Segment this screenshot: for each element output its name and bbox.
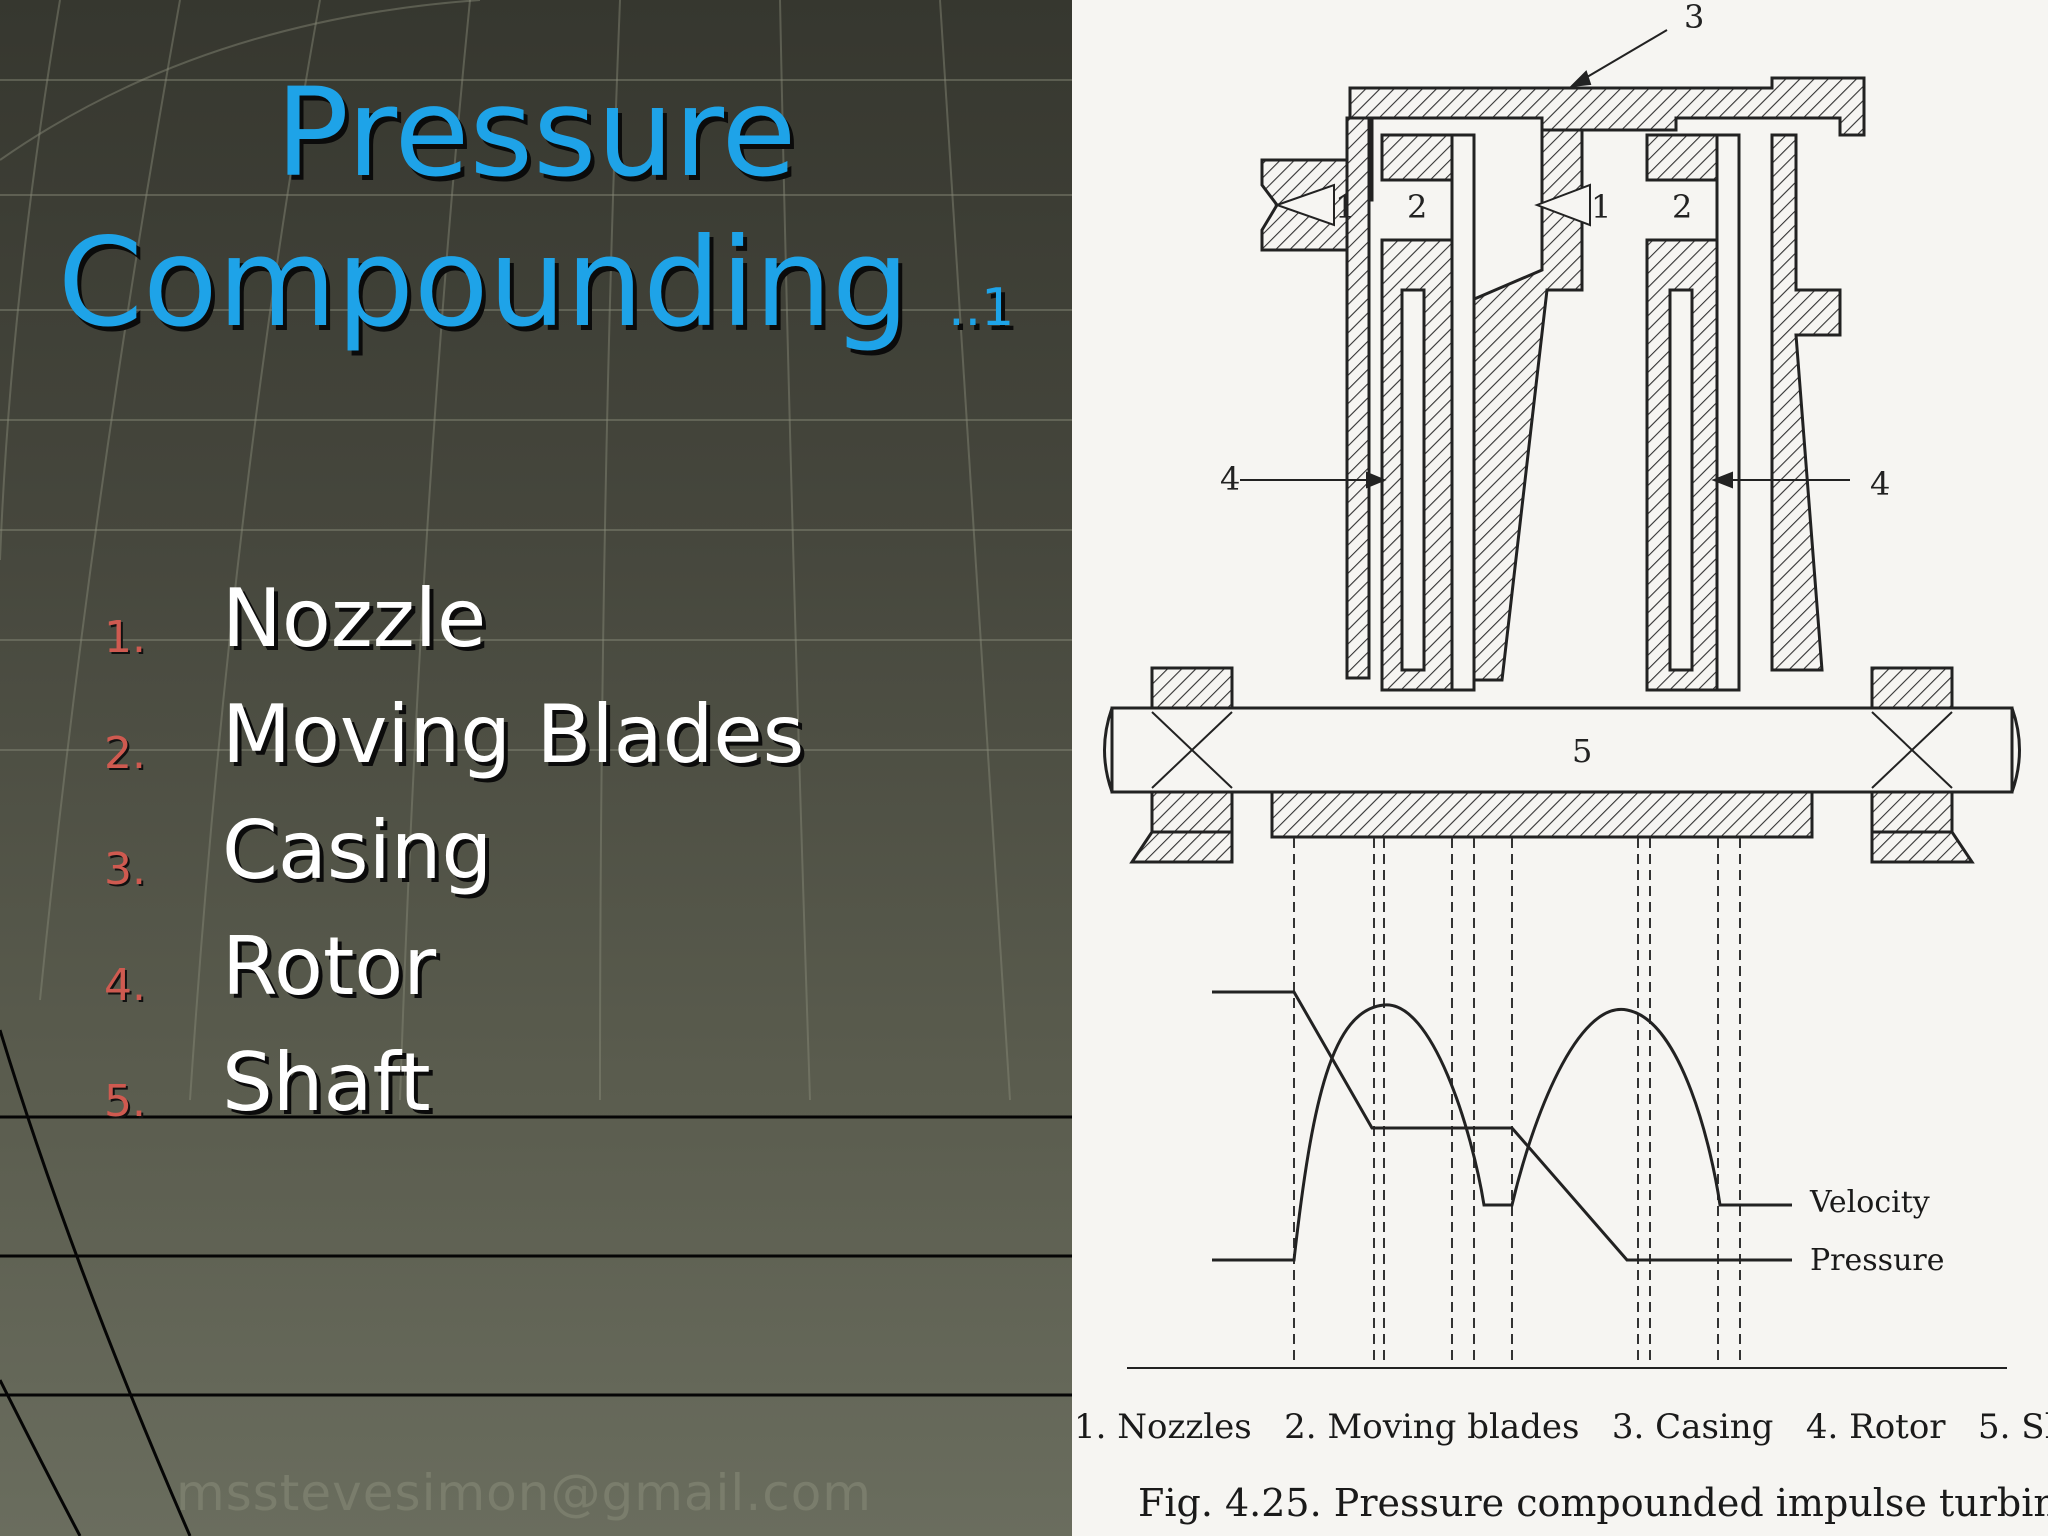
list-number: 3.: [104, 844, 146, 895]
footer-email: msstevesimon@gmail.com: [176, 1464, 872, 1522]
list-text: Rotor: [222, 920, 437, 1013]
velocity-curve: [1212, 1003, 1792, 1262]
list-text: Nozzle: [222, 572, 487, 665]
blade-label: 2: [1407, 188, 1427, 226]
background-grid-lines: [0, 0, 1072, 1536]
callout-label-4: 4: [1870, 465, 1890, 503]
figure-caption: Fig. 4.25. Pressure compounded impulse t…: [1138, 1481, 2048, 1525]
slide-panel: Pressure Compounding ..1 1. Nozzle 2. Movi…: [0, 0, 1072, 1536]
casing: [1260, 76, 1866, 682]
pressure-label: Pressure: [1810, 1243, 1945, 1278]
turbine-diagram: 3 1 2 1 2 4 4 5 Velocity Pressure 1. Noz…: [1074, 0, 2048, 1525]
velocity-label: Velocity: [1809, 1185, 1930, 1220]
curves: [1127, 990, 2007, 1369]
projection-lines: [1293, 838, 1741, 1365]
list-number: 1.: [104, 612, 146, 663]
nozzle-label: 1: [1591, 188, 1611, 226]
pressure-curve: [1212, 990, 1792, 1262]
callout-arrows: [1240, 29, 1850, 489]
shaft-assembly: [1103, 666, 2021, 864]
nozzle-label: 1: [1335, 188, 1355, 226]
callout-label-3: 3: [1684, 0, 1704, 36]
list-text: Shaft: [222, 1036, 431, 1129]
list-number: 2.: [104, 728, 146, 779]
list-number: 5.: [104, 1076, 146, 1127]
title-line1: Pressure: [275, 62, 797, 204]
list-text: Moving Blades: [222, 688, 805, 781]
figure-legend: 1. Nozzles 2. Moving blades 3. Casing 4.…: [1074, 1407, 2048, 1447]
rotor-discs: [1380, 133, 1741, 692]
callout-label-4: 4: [1220, 460, 1240, 498]
list-text: Casing: [222, 804, 493, 897]
turbine-figure: 3 1 2 1 2 4 4 5 Velocity Pressure 1. Noz…: [1072, 0, 2048, 1536]
slide-title: Pressure Compounding ..1: [0, 58, 1072, 383]
nozzles: [1273, 183, 1591, 227]
title-line2: Compounding: [57, 212, 910, 354]
shaft-label: 5: [1572, 732, 1592, 770]
title-suffix: ..1: [948, 278, 1015, 338]
list-number: 4.: [104, 960, 146, 1011]
blade-label: 2: [1672, 188, 1692, 226]
